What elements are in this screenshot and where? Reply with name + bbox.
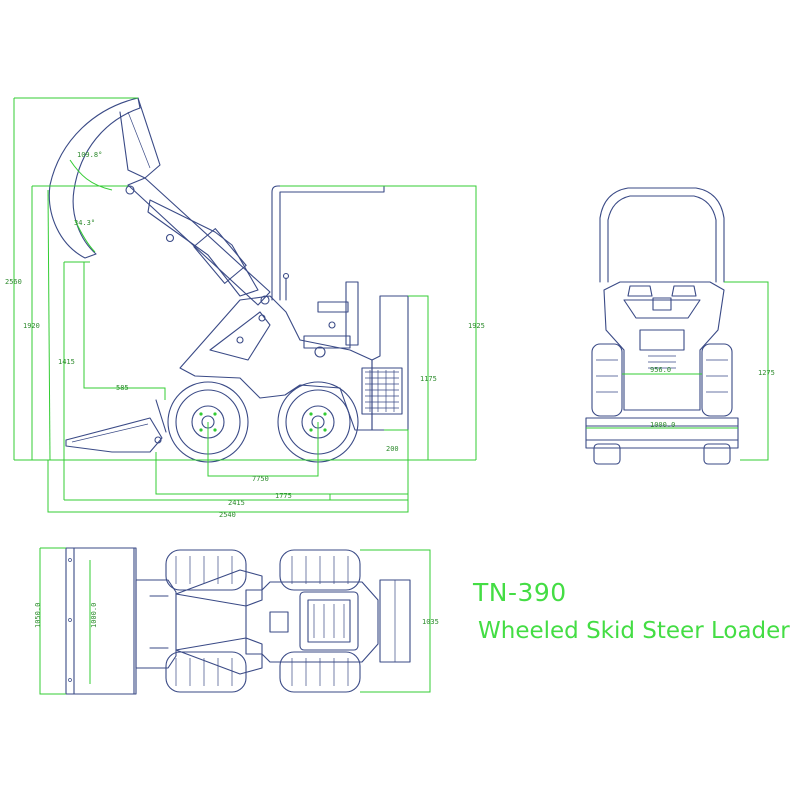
cab-height-label: 1175 [420,375,437,383]
front-wheels [591,343,733,465]
rollback-angle-label: 34.3° [74,219,95,227]
bucket-width-label: 1000.0 [650,421,675,429]
side-dimensions [13,97,477,513]
top-view: 1050.0 1000.0 1035 [34,547,439,695]
frame-width-label: 1000.0 [90,603,98,628]
wheelbase-label: 7750 [252,475,269,483]
front-rops [599,187,725,283]
ground-clearance-label: 200 [386,445,399,453]
hinge-pin-height-label: 1920 [23,322,40,330]
top-body [245,579,411,663]
top-bucket-width-label: 1050.0 [34,603,42,628]
track-width-label: 956.0 [650,366,671,374]
dump-reach-label: 585 [116,384,129,392]
top-bucket [65,547,137,695]
rops-frame [271,185,385,301]
chassis [179,295,373,431]
length-without-bucket-label: 1775 [275,492,292,500]
raised-bucket [48,97,161,259]
seat [303,281,359,349]
model-number: TN-390 [473,578,567,607]
top-arms [135,569,263,675]
front-bucket [585,417,739,449]
top-wheels [165,549,361,693]
side-view: 109.8° 34.3° 2560 1920 1415 585 1925 117… [5,97,485,519]
max-lift-height-label: 2560 [5,278,22,286]
front-dimensions: 1275 956.0 1000.0 [586,281,775,461]
front-view: 1275 956.0 1000.0 [585,187,775,465]
side-dimension-labels: 109.8° 34.3° 2560 1920 1415 585 1925 117… [5,151,485,519]
overall-height-label: 1925 [468,322,485,330]
front-body [603,281,725,411]
dump-height-label: 1415 [58,358,75,366]
overall-length-label: 2540 [219,511,236,519]
rear-wheel [277,381,359,463]
lowered-bucket [65,399,167,453]
height-label: 1275 [758,369,775,377]
engine-hood [361,295,409,431]
reach-length-label: 2415 [228,499,245,507]
overall-width-label: 1035 [422,618,439,626]
lift-arm [125,177,271,306]
dump-angle-label: 109.8° [77,151,102,159]
product-name: Wheeled Skid Steer Loader [478,618,790,644]
top-dimensions: 1050.0 1000.0 1035 [34,547,439,695]
